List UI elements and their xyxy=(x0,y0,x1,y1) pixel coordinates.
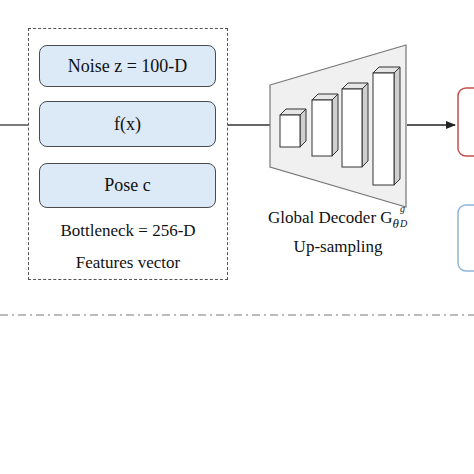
box-label: f(x) xyxy=(114,114,141,135)
block-side xyxy=(362,83,368,167)
block-side xyxy=(394,67,400,185)
block-front xyxy=(312,100,332,156)
input-box: Noise z = 100-D xyxy=(39,45,216,87)
connector-line xyxy=(228,124,270,125)
decoder-trapezoid: Global Decoder GθgDUp-sampling xyxy=(270,45,406,207)
block-side xyxy=(332,94,338,156)
input-box: Pose c xyxy=(39,163,216,208)
decoder-caption: Global Decoder GθgDUp-sampling xyxy=(250,205,426,262)
math-superscript: g xyxy=(400,204,405,214)
box-label: Noise z = 100-D xyxy=(68,56,188,77)
block-front xyxy=(373,73,394,185)
group-caption: Bottleneck = 256-D Features vector xyxy=(48,215,208,279)
script-holder: gD xyxy=(399,206,408,223)
decoder-shape xyxy=(270,45,406,207)
input-line xyxy=(0,124,28,125)
output-arrow xyxy=(407,124,455,125)
box-label: Pose c xyxy=(104,175,151,196)
bottleneck-group: Noise z = 100-D f(x) Pose c Bottleneck = 25… xyxy=(28,28,228,280)
block-front xyxy=(280,115,300,147)
output-box-red xyxy=(458,88,474,156)
trapezoid-outline xyxy=(270,45,406,207)
output-box-blue xyxy=(458,205,474,271)
math-subscript: D xyxy=(400,219,407,229)
block-side xyxy=(300,109,306,147)
math-subscript: θ xyxy=(393,216,399,231)
decoder-subtitle: Up-sampling xyxy=(250,232,426,262)
section-divider xyxy=(0,315,474,316)
decoder-name: Global Decoder G xyxy=(268,208,393,227)
caption-line: Global Decoder GθgD xyxy=(250,205,426,232)
input-box: f(x) xyxy=(39,101,216,147)
block-front xyxy=(342,89,362,167)
